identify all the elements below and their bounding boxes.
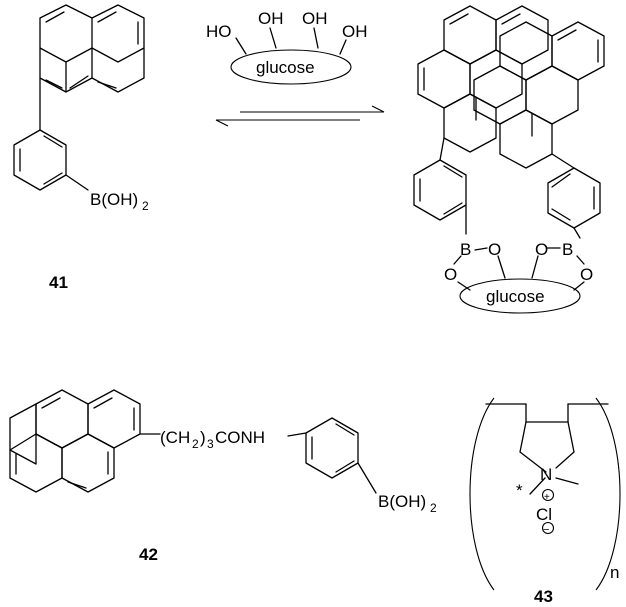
compound-41-boronic-acid: B(OH) <box>90 190 138 209</box>
glucose-boronate-complex <box>413 5 605 314</box>
compound-42-boronic-acid: B(OH) <box>378 492 426 511</box>
compound-43-repeat-index: n <box>610 563 619 582</box>
compound-43-label: 43 <box>534 587 553 606</box>
compound-42-chain-sub-b: 3 <box>207 437 214 451</box>
compound-42-chain-c: CONH <box>215 428 265 447</box>
complex-oxygen-1: O <box>488 240 501 259</box>
compound-43-positive-charge: + <box>544 492 550 503</box>
compound-42-chain-sub-a: 2 <box>192 437 199 451</box>
complex-glucose-label: glucose <box>486 287 545 306</box>
complex-boron-right: B <box>562 240 573 259</box>
compound-42-structure <box>9 389 377 494</box>
compound-43-counter-ion: Cl <box>536 505 552 524</box>
compound-43-nitrogen: N <box>540 465 552 484</box>
compound-42-chain-b: ) <box>200 428 206 447</box>
complex-oxygen-2: O <box>444 265 457 284</box>
complex-oxygen-3: O <box>535 240 548 259</box>
equilibrium-arrows <box>215 105 385 127</box>
compound-41-label: 41 <box>49 273 68 292</box>
compound-43-stereo-star: * <box>516 481 523 500</box>
complex-oxygen-4: O <box>580 265 593 284</box>
compound-42-boronic-subscript: 2 <box>430 501 437 515</box>
hydroxyl-1: HO <box>206 22 232 41</box>
hydroxyl-4: OH <box>342 22 368 41</box>
hydroxyl-3: OH <box>302 9 328 28</box>
compound-42-label: 42 <box>139 545 158 564</box>
compound-42-chain-a: (CH <box>160 428 190 447</box>
compound-41-boronic-subscript: 2 <box>142 199 149 213</box>
complex-boron-left: B <box>460 240 471 259</box>
hydroxyl-2: OH <box>258 9 284 28</box>
compound-43-structure <box>469 397 621 591</box>
glucose-reagent-label: glucose <box>256 58 315 77</box>
compound-41-structure <box>13 4 145 191</box>
compound-43-negative-charge: − <box>543 524 549 536</box>
glucose-reagent: HO OH OH OH glucose <box>206 9 368 85</box>
